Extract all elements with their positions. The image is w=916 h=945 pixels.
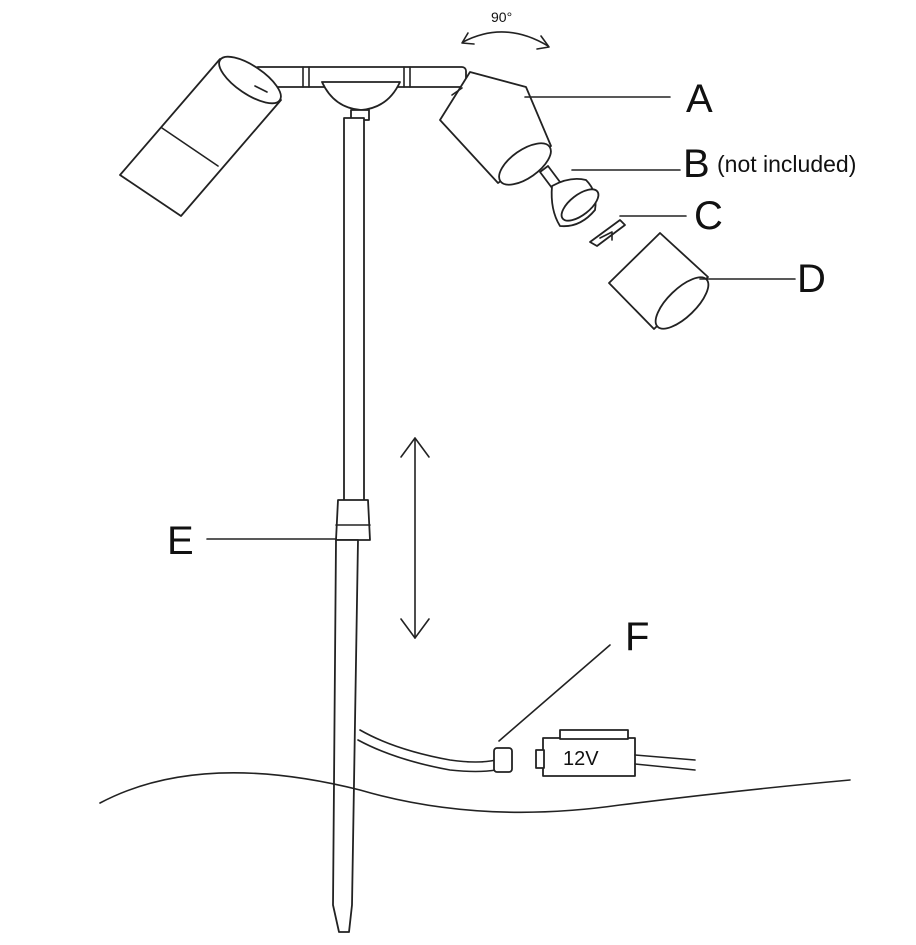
height-adjust-arrow xyxy=(400,437,430,639)
label-d: D xyxy=(797,257,826,301)
label-b-note: (not included) xyxy=(717,151,856,177)
label-c: C xyxy=(694,194,723,238)
part-a-housing xyxy=(439,71,552,186)
part-e-coupler xyxy=(335,499,371,541)
part-c-lens xyxy=(589,219,626,247)
part-f-cable xyxy=(357,729,513,773)
label-f: F xyxy=(625,615,649,659)
label-b: B xyxy=(683,142,710,186)
part-d-cover xyxy=(608,232,710,330)
part-b-lamp xyxy=(539,165,600,228)
label-a: A xyxy=(686,77,713,121)
spike xyxy=(332,539,359,933)
left-spotlight xyxy=(119,55,282,217)
pole xyxy=(343,109,370,504)
crossbar xyxy=(253,66,467,111)
rotation-indicator: 90° xyxy=(461,9,550,50)
transformer-label: 12V xyxy=(563,748,599,770)
ground-line xyxy=(99,772,851,814)
rotation-angle-label: 90° xyxy=(491,9,512,25)
leader-lines xyxy=(206,96,796,742)
transformer-12v: 12V xyxy=(535,729,696,777)
label-e: E xyxy=(167,519,194,563)
